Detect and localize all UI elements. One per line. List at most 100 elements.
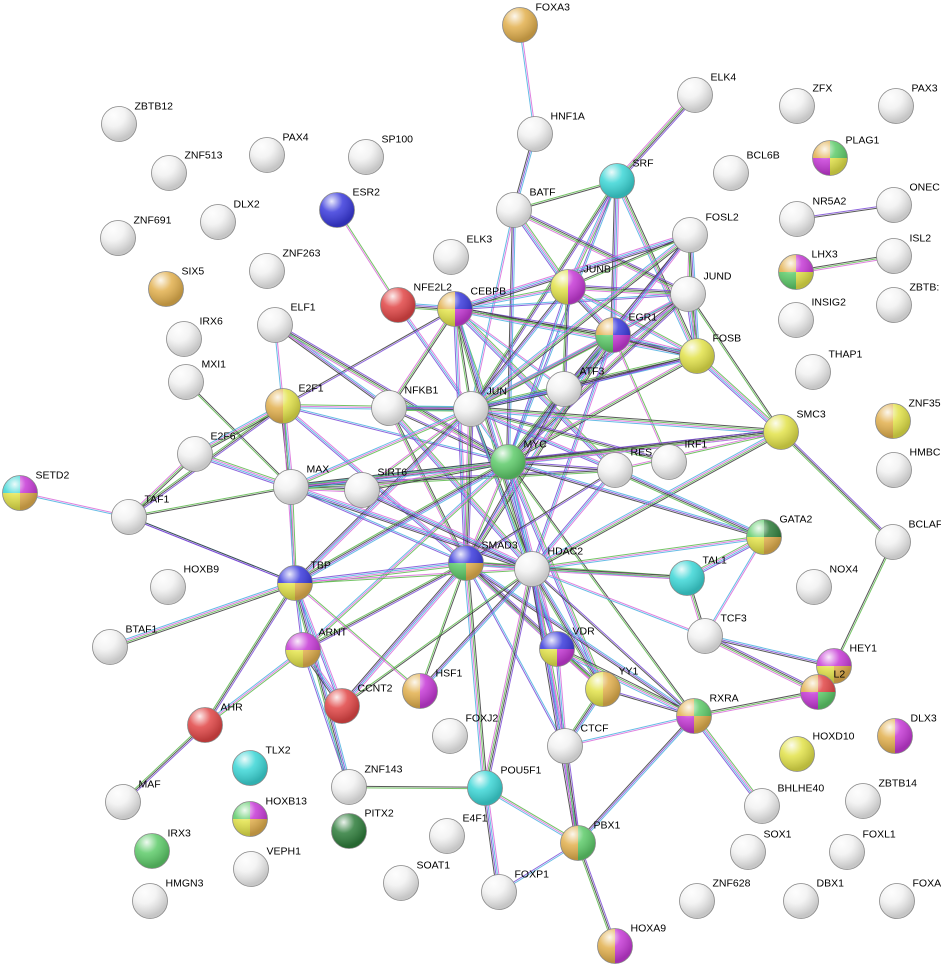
edge-line	[129, 515, 296, 583]
node-e2f6[interactable]: E2F6	[177, 431, 236, 472]
node-znf513[interactable]: ZNF513	[151, 150, 223, 191]
node-foxa[interactable]: FOXA	[879, 878, 941, 919]
node-cebpb[interactable]: CEBPB	[437, 286, 507, 327]
node-znf35[interactable]: ZNF35	[875, 398, 941, 439]
node-irx6[interactable]: IRX6	[166, 316, 224, 357]
node-bhlhe40[interactable]: BHLHE40	[744, 783, 825, 824]
node-ccnt2[interactable]: CCNT2	[324, 683, 393, 724]
node-rest[interactable]: RES	[597, 447, 653, 488]
node-irf1[interactable]: IRF1	[651, 439, 708, 480]
node-dbx1[interactable]: DBX1	[783, 878, 845, 919]
node-ahr[interactable]: AHR	[187, 702, 244, 743]
node-tal1[interactable]: TAL1	[669, 555, 727, 596]
node-hmgn3[interactable]: HMGN3	[132, 878, 204, 919]
node-pax3[interactable]: PAX3	[878, 83, 938, 124]
node-myc[interactable]: MYC	[490, 439, 548, 480]
node-hoxa9[interactable]: HOXA9	[597, 923, 667, 964]
node-nox4[interactable]: NOX4	[796, 564, 859, 605]
node-pax4[interactable]: PAX4	[249, 132, 309, 173]
node-foxj2[interactable]: FOXJ2	[432, 713, 499, 754]
node-nr5a2[interactable]: NR5A2	[779, 196, 847, 237]
node-rxra[interactable]: RXRA	[676, 693, 739, 734]
node-bcl6b[interactable]: BCL6B	[713, 150, 780, 191]
node-pbx1[interactable]: PBX1	[560, 820, 621, 861]
node-tlx2[interactable]: TLX2	[232, 745, 291, 786]
node-arnt[interactable]: ARNT	[285, 627, 348, 668]
node-egr1[interactable]: EGR1	[595, 312, 658, 353]
node-hnf1a[interactable]: HNF1A	[517, 111, 585, 152]
node-znf143[interactable]: ZNF143	[331, 764, 403, 805]
node-vdr[interactable]: VDR	[539, 626, 596, 667]
node-elk4[interactable]: ELK4	[677, 72, 737, 113]
node-fosb[interactable]: FOSB	[679, 333, 742, 374]
node-onecut[interactable]: ONEC	[876, 182, 941, 223]
node-lhx3[interactable]: LHX3	[778, 249, 838, 290]
node-sox1[interactable]: SOX1	[730, 829, 792, 870]
node-atf3[interactable]: ATF3	[546, 366, 605, 407]
node-elk3[interactable]: ELK3	[433, 234, 493, 275]
node-dlx3[interactable]: DLX3	[877, 713, 937, 754]
node-bclaf[interactable]: BCLAF	[875, 519, 941, 560]
node-dlx2[interactable]: DLX2	[200, 199, 260, 240]
node-batf[interactable]: BATF	[496, 187, 556, 228]
node-jun[interactable]: JUN	[453, 386, 507, 427]
node-hsf1[interactable]: HSF1	[402, 668, 463, 709]
node-irx3[interactable]: IRX3	[134, 828, 192, 869]
node-e4f1[interactable]: E4F1	[429, 813, 488, 854]
node-srf[interactable]: SRF	[599, 158, 654, 199]
node-taf1[interactable]: TAF1	[111, 494, 170, 535]
node-e2f1[interactable]: E2F1	[265, 383, 324, 424]
node-tcf3[interactable]: TCF3	[687, 613, 747, 654]
node-hmbox[interactable]: HMBC	[876, 447, 941, 488]
node-sirt6[interactable]: SIRT6	[344, 467, 408, 508]
node-jund[interactable]: JUND	[670, 271, 732, 312]
edge-jun-rest	[470, 407, 616, 472]
edge-line	[507, 355, 698, 463]
node-setd2[interactable]: SETD2	[2, 470, 70, 511]
node-tbp[interactable]: TBP	[277, 560, 331, 601]
node-foxl1[interactable]: FOXL1	[829, 829, 896, 870]
node-pitx2[interactable]: PITX2	[331, 808, 394, 849]
node-zfx[interactable]: ZFX	[779, 83, 833, 124]
node-mxi1[interactable]: MXI1	[168, 359, 227, 400]
node-soat1[interactable]: SOAT1	[383, 860, 451, 901]
node-thap1[interactable]: THAP1	[795, 349, 863, 390]
node-znf628[interactable]: ZNF628	[679, 878, 751, 919]
node-gata2[interactable]: GATA2	[746, 514, 813, 555]
node-yy1[interactable]: YY1	[585, 666, 639, 707]
node-nfkb1[interactable]: NFKB1	[371, 385, 439, 426]
node-foxa3[interactable]: FOXA3	[502, 2, 571, 43]
node-hey1[interactable]: HEY1	[816, 643, 878, 684]
edge-mxi1-max	[185, 381, 292, 488]
node-foxp1[interactable]: FOXP1	[481, 869, 550, 910]
node-pou5f1[interactable]: POU5F1	[467, 765, 542, 806]
node-elf1[interactable]: ELF1	[257, 302, 316, 343]
node-isl2[interactable]: ISL2	[876, 233, 932, 274]
node-smad3[interactable]: SMAD3	[448, 540, 518, 581]
node-zbtb12[interactable]: ZBTB12	[101, 101, 174, 142]
node-maf[interactable]: MAF	[105, 779, 161, 820]
node-hey2[interactable]: L2	[800, 669, 846, 710]
node-ctcf[interactable]: CTCF	[547, 723, 609, 764]
node-max[interactable]: MAX	[273, 464, 330, 505]
node-hoxb9[interactable]: HOXB9	[150, 564, 220, 605]
node-zbtb14[interactable]: ZBTB14	[845, 778, 918, 819]
node-hoxb13[interactable]: HOXB13	[232, 796, 308, 837]
node-hdac2[interactable]: HDAC2	[514, 546, 584, 587]
node-znf691[interactable]: ZNF691	[100, 215, 172, 256]
node-junb[interactable]: JUNB	[550, 264, 611, 305]
node-sp100[interactable]: SP100	[348, 134, 414, 175]
node-six5[interactable]: SIX5	[148, 266, 205, 307]
node-fosl2[interactable]: FOSL2	[672, 212, 739, 253]
node-zbtb[interactable]: ZBTB:	[876, 282, 940, 323]
node-hoxd10[interactable]: HOXD10	[779, 731, 855, 772]
node-nfe2l2[interactable]: NFE2L2	[380, 282, 453, 323]
node-gloss	[514, 551, 550, 587]
node-plag1[interactable]: PLAG1	[812, 135, 880, 176]
node-insig2[interactable]: INSIG2	[778, 297, 847, 338]
node-znf263[interactable]: ZNF263	[249, 248, 321, 289]
node-smc3[interactable]: SMC3	[763, 409, 826, 450]
node-esr2[interactable]: ESR2	[319, 187, 381, 228]
node-btaf1[interactable]: BTAF1	[92, 624, 158, 665]
node-veph1[interactable]: VEPH1	[233, 846, 302, 887]
